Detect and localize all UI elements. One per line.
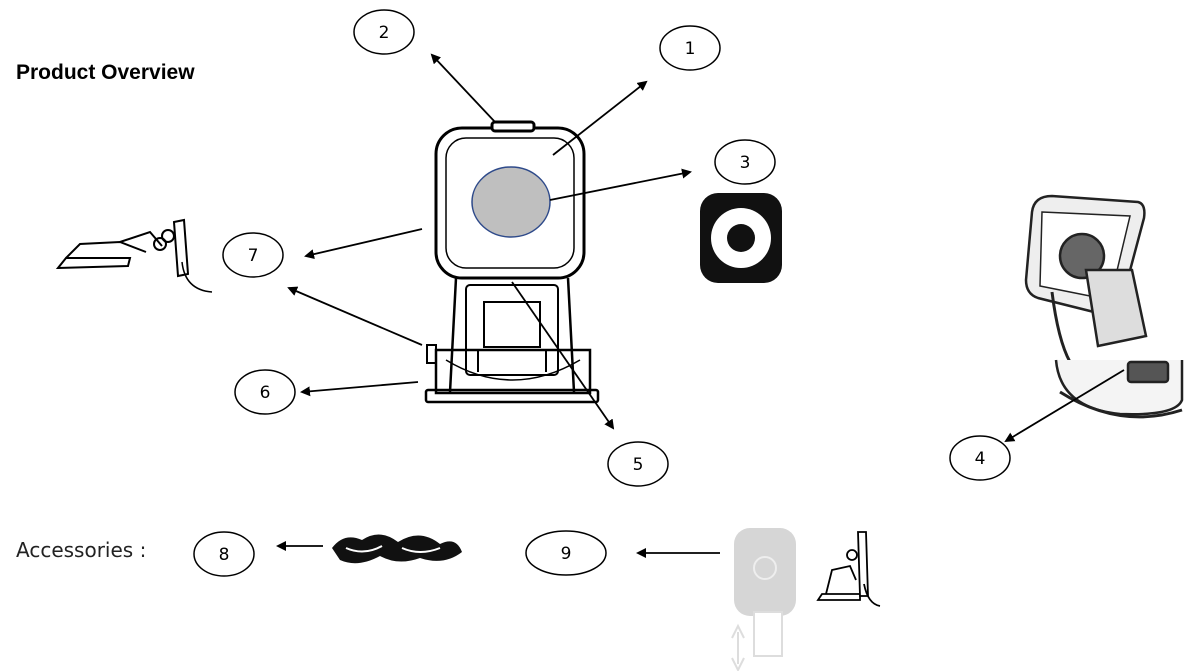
callout-4-circle [949, 435, 1011, 481]
callout-4-label: 4 [975, 449, 986, 469]
callout-1-label: 1 [685, 39, 696, 59]
leader-lines [276, 53, 1125, 558]
cable-illustration [332, 534, 462, 564]
magnetic-pad [471, 166, 551, 238]
callout-9-label: 9 [561, 544, 572, 564]
leader-7b [287, 286, 423, 346]
callout-7-label: 7 [248, 246, 259, 266]
callout-6-label: 6 [260, 383, 271, 403]
leader-2 [430, 53, 496, 123]
callout-3-circle [714, 139, 776, 185]
callout-1-circle [659, 25, 721, 71]
angled-view-mount-illustration [1024, 194, 1184, 419]
callout-8-circle [193, 531, 255, 577]
callout-5-circle [607, 441, 669, 487]
small-side-mount-illustration [816, 531, 881, 607]
callout-6-circle [234, 369, 296, 415]
leader-4 [1004, 369, 1125, 443]
callout-7-circle [222, 232, 284, 278]
callout-9-circle [525, 530, 607, 576]
leader-1 [552, 80, 648, 156]
accessories-label: Accessories : [16, 538, 147, 562]
callout-2-label: 2 [379, 23, 390, 43]
page-title: Product Overview [16, 61, 195, 84]
leader-3 [549, 168, 692, 201]
main-mount-illustration [424, 120, 600, 404]
metal-plate-illustration [700, 193, 782, 283]
callout-2-circle [353, 9, 415, 55]
leader-7a [304, 228, 423, 260]
callout-8-label: 8 [219, 545, 230, 565]
adapter-plate-illustration [731, 528, 796, 671]
side-view-mount-illustration [55, 218, 213, 293]
callout-3-label: 3 [740, 153, 751, 173]
leader-5 [511, 281, 615, 430]
callout-5-label: 5 [633, 455, 644, 475]
leader-6 [300, 381, 419, 397]
